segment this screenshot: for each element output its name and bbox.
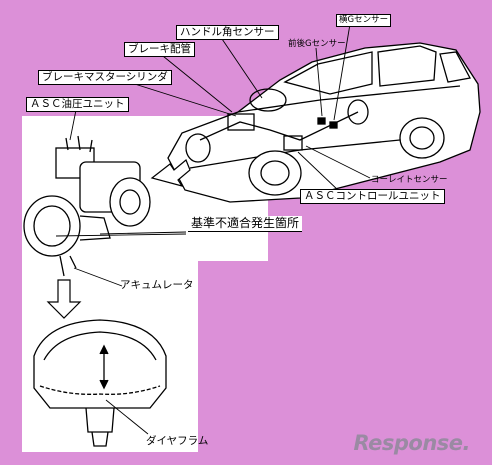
left-wheel: [185, 133, 211, 163]
brake-lines: [199, 111, 359, 141]
label-diaphragm: ダイヤフラム: [146, 435, 209, 447]
label-brake-master-cylinder: ブレーキマスターシリンダ: [38, 70, 172, 85]
front-wheel: [248, 150, 302, 196]
leader-lines: [55, 23, 371, 435]
accumulator-part: [23, 195, 81, 257]
label-steering-angle-sensor: ハンドル角センサー: [176, 25, 279, 40]
label-brake-piping: ブレーキ配管: [124, 42, 195, 57]
label-longitudinal-g-sensor: 前後Gセンサー: [288, 39, 346, 49]
hydraulic-unit-drawing: [23, 135, 151, 277]
label-asc-control-unit: ＡＳＣコントロールユニット: [300, 189, 445, 204]
label-nonconformity-location: 基準不適合発生箇所: [188, 216, 303, 232]
steering-wheel: [249, 88, 287, 112]
callout-arrow-left: [150, 159, 191, 187]
callout-arrow-down: [46, 279, 82, 319]
label-lateral-g-sensor: 横Gセンサー: [336, 14, 392, 27]
label-asc-hydraulic-unit: ＡＳＣ油圧ユニット: [26, 97, 129, 112]
g-sensor-part: [317, 117, 326, 125]
label-yaw-rate-sensor: ヨーレイトセンサー: [371, 175, 448, 185]
master-cylinder-part: [227, 113, 255, 131]
rear-wheel: [399, 117, 445, 159]
label-accumulator: アキュムレータ: [120, 279, 194, 291]
response-watermark: Response.: [353, 431, 471, 455]
car-illustration: [167, 42, 481, 203]
control-unit-part: [283, 135, 303, 151]
diaphragm-cross-section: [33, 319, 167, 447]
